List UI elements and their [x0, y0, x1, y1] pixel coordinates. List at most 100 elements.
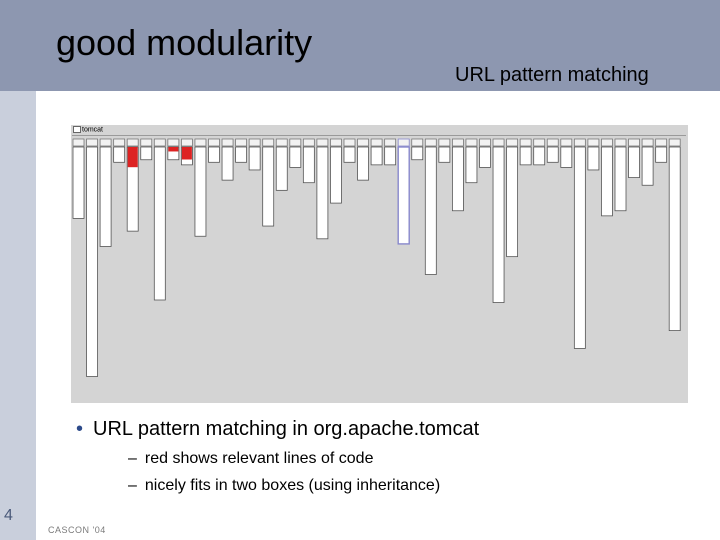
module-column: [370, 138, 383, 166]
module-body: [465, 146, 478, 184]
module-body: [573, 146, 586, 349]
module-column: [289, 138, 302, 168]
module-body: [86, 146, 98, 377]
module-header: [479, 138, 491, 147]
module-body: [519, 146, 532, 166]
subbullet-text: nicely fits in two boxes (using inherita…: [144, 477, 441, 494]
module-body: [302, 146, 315, 184]
folder-icon: [73, 126, 81, 133]
module-header: [546, 138, 559, 147]
footer-text: CASCON '04: [48, 525, 106, 535]
module-header: [99, 138, 112, 147]
module-header: [587, 138, 600, 147]
subbullet-text: red shows relevant lines of code: [144, 450, 374, 467]
module-body: [289, 146, 302, 168]
module-header: [221, 138, 234, 147]
module-header: [153, 138, 166, 147]
relevant-code-highlight: [168, 147, 179, 152]
module-body: [357, 146, 369, 181]
module-header: [194, 138, 207, 147]
module-header: [424, 138, 437, 147]
module-column: [72, 138, 85, 219]
module-body: [99, 146, 112, 247]
module-body: [506, 146, 519, 258]
module-column: [587, 138, 600, 171]
module-column: [140, 138, 153, 161]
module-column: [316, 138, 329, 240]
module-column: [262, 138, 275, 227]
slide-number: 4: [4, 507, 13, 524]
module-column: [248, 138, 261, 171]
module-column: [614, 138, 627, 212]
module-column: [208, 138, 220, 163]
module-header: [438, 138, 451, 147]
module-header: [113, 138, 126, 147]
module-body: [248, 146, 261, 171]
module-column: [465, 138, 478, 184]
module-column: [343, 138, 356, 163]
module-header: [411, 138, 424, 147]
module-body: [235, 146, 248, 163]
bullet-icon: •: [76, 418, 84, 440]
module-column: [601, 138, 613, 217]
subbullet-item: –red shows relevant lines of code: [128, 450, 373, 468]
module-header: [208, 138, 220, 147]
module-header: [370, 138, 383, 147]
module-header: [330, 138, 342, 147]
module-column: [546, 138, 559, 163]
module-body: [72, 146, 85, 219]
bullet-item: • URL pattern matching in org.apache.tomc…: [76, 418, 479, 441]
module-header: [167, 138, 180, 147]
module-column: [479, 138, 491, 168]
module-header: [519, 138, 532, 147]
module-column: [424, 138, 437, 275]
module-body: [479, 146, 491, 168]
module-header: [384, 138, 397, 147]
module-column: [560, 138, 573, 168]
module-column: [655, 138, 668, 163]
module-header: [181, 138, 193, 147]
bullet-text: URL pattern matching in org.apache.tomca…: [93, 418, 480, 440]
module-column: [668, 138, 681, 332]
module-column: [628, 138, 640, 179]
module-body: [194, 146, 207, 237]
module-body: [221, 146, 234, 181]
module-header: [275, 138, 288, 147]
module-column: [113, 138, 126, 163]
module-header: [302, 138, 315, 147]
module-column: [411, 138, 424, 161]
module-header: [357, 138, 369, 147]
module-header: [601, 138, 613, 147]
module-header: [235, 138, 248, 147]
module-body: [424, 146, 437, 275]
module-column: [397, 138, 410, 245]
module-header: [560, 138, 573, 147]
module-body: [208, 146, 220, 163]
module-header: [262, 138, 275, 147]
module-column: [573, 138, 586, 349]
module-header: [641, 138, 654, 147]
module-header: [397, 138, 410, 147]
module-header: [465, 138, 478, 147]
module-column: [275, 138, 288, 191]
visualization-label: tomcat: [73, 126, 103, 133]
module-body: [316, 146, 329, 240]
relevant-code-highlight: [127, 147, 138, 168]
module-body: [330, 146, 342, 204]
module-column: [506, 138, 519, 258]
visualization-label-text: tomcat: [82, 126, 104, 134]
module-header: [533, 138, 546, 147]
module-body: [275, 146, 288, 191]
visualization-frame: [72, 135, 686, 136]
module-header: [506, 138, 519, 147]
module-column: [519, 138, 532, 166]
module-header: [316, 138, 329, 147]
module-body: [560, 146, 573, 168]
module-body: [343, 146, 356, 163]
module-header: [126, 138, 139, 147]
module-column: [492, 138, 505, 303]
module-body: [492, 146, 505, 303]
module-body: [601, 146, 613, 217]
module-body: [153, 146, 166, 301]
visualization-canvas: [72, 138, 681, 377]
